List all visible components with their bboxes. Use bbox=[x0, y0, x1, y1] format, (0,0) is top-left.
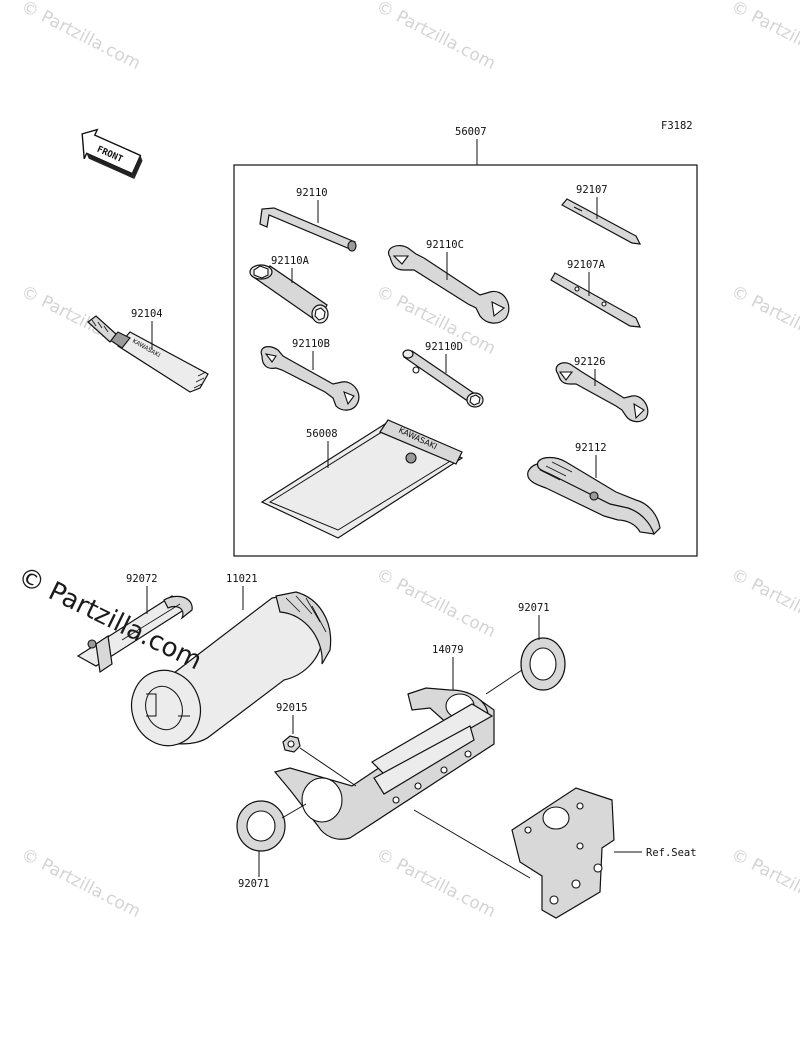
label-92071-bottom: 92071 bbox=[238, 878, 270, 890]
label-92107: 92107 bbox=[576, 184, 608, 196]
watermark-tile: © Partzilla.com bbox=[18, 0, 144, 74]
leader-grommet-top-to-bracket bbox=[485, 669, 523, 695]
pliers-92112 bbox=[527, 456, 661, 536]
label-92110C: 92110C bbox=[426, 239, 464, 251]
tool-pouch-56008: KAWASAKI bbox=[260, 419, 464, 539]
label-92110: 92110 bbox=[296, 187, 328, 199]
hex-wrench-92110 bbox=[259, 207, 357, 252]
label-92104: 92104 bbox=[131, 308, 163, 320]
label-92015: 92015 bbox=[276, 702, 308, 714]
watermark-tile: © Partzilla.com bbox=[373, 565, 499, 642]
watermark-tile: © Partzilla.com bbox=[373, 0, 499, 74]
screwdriver-92107 bbox=[561, 198, 642, 245]
nut-92015 bbox=[282, 735, 301, 753]
socket-92110A bbox=[249, 264, 329, 324]
watermark-tile: © Partzilla.com bbox=[728, 845, 800, 922]
label-11021: 11021 bbox=[226, 573, 258, 585]
tube-socket-92110D bbox=[402, 349, 484, 408]
leader-grommet-bottom-to-bracket bbox=[281, 803, 307, 819]
figure-id: F3182 bbox=[661, 120, 693, 132]
label-56007: 56007 bbox=[455, 126, 487, 138]
label-92107A: 92107A bbox=[567, 259, 606, 271]
wrench-92110C bbox=[388, 245, 510, 324]
grommet-92071-bottom bbox=[236, 800, 286, 852]
label-92112: 92112 bbox=[575, 442, 607, 454]
label-92126: 92126 bbox=[574, 356, 606, 368]
seat-bracket bbox=[511, 787, 615, 919]
label-92110A: 92110A bbox=[271, 255, 310, 267]
label-56008: 56008 bbox=[306, 428, 338, 440]
grommet-92071-top bbox=[520, 637, 566, 691]
label-92110B: 92110B bbox=[292, 338, 330, 350]
label-92072: 92072 bbox=[126, 573, 158, 585]
label-14079: 14079 bbox=[432, 644, 464, 656]
tool-kit-frame bbox=[233, 164, 698, 557]
front-arrow-icon: FRONT bbox=[81, 128, 143, 179]
label-92071-top: 92071 bbox=[518, 602, 550, 614]
screwdriver-handle-92107A bbox=[550, 272, 641, 328]
holder-bracket-14079 bbox=[273, 687, 495, 840]
watermark-tile: © Partzilla.com bbox=[728, 0, 800, 74]
label-92110D: 92110D bbox=[425, 341, 463, 353]
watermark-tile: © Partzilla.com bbox=[373, 845, 499, 922]
wrench-92110B bbox=[260, 346, 360, 411]
air-cleaner-11021 bbox=[130, 591, 332, 747]
grease-tube-92104: KAWASAKI bbox=[87, 315, 209, 393]
watermark-tile: © Partzilla.com bbox=[728, 282, 800, 359]
watermark-tile: © Partzilla.com bbox=[728, 565, 800, 642]
wrench-92126 bbox=[555, 362, 649, 423]
leader-bracket-to-seat bbox=[413, 809, 531, 879]
label-ref-seat: Ref.Seat bbox=[646, 847, 697, 859]
leader-nut-to-bracket bbox=[299, 747, 357, 787]
band-92072 bbox=[76, 595, 193, 674]
watermark-tile: © Partzilla.com bbox=[18, 845, 144, 922]
